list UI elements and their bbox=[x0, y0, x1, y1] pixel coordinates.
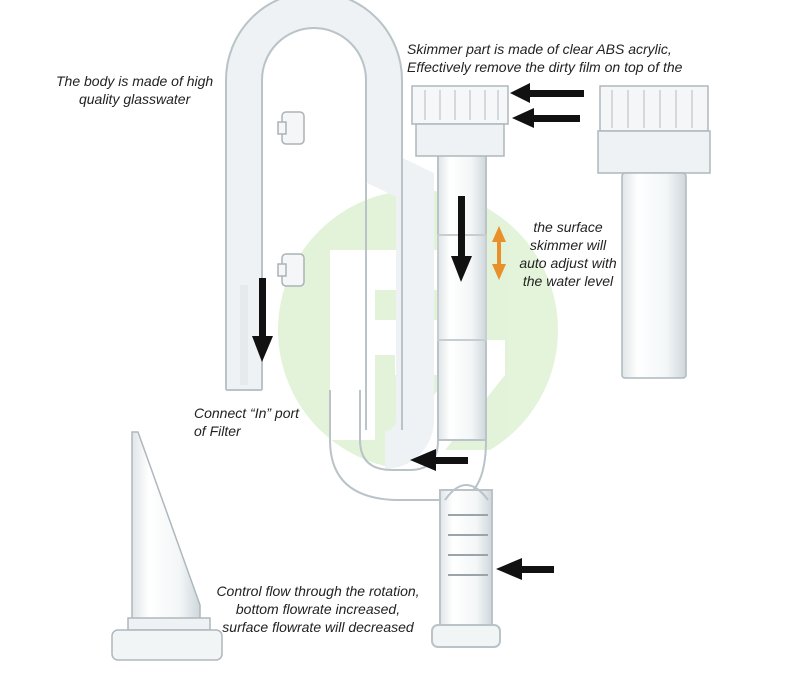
caption-line: Control flow through the rotation, bbox=[216, 583, 420, 599]
caption-line: Connect “In” port bbox=[194, 405, 300, 421]
caption-line: The body is made of high bbox=[56, 73, 214, 89]
caption-line: Effectively remove the dirty film on top… bbox=[407, 59, 683, 75]
arrow-icon bbox=[410, 449, 468, 471]
caption-line: the surface bbox=[533, 219, 603, 235]
arrow-icon bbox=[451, 196, 472, 282]
caption-line: quality glasswater bbox=[78, 91, 191, 107]
caption-control-flow: Control flow through the rotation, botto… bbox=[198, 582, 438, 636]
level-adjust-arrow-icon bbox=[492, 226, 506, 280]
arrow-icon bbox=[252, 278, 273, 362]
caption-line: the water level bbox=[522, 273, 614, 289]
suction-cup bbox=[277, 111, 305, 287]
arrow-icon bbox=[510, 83, 584, 103]
skimmer-head bbox=[411, 85, 509, 157]
glass-inlet-pipe bbox=[225, 0, 434, 469]
caption-body-material: The body is made of high quality glasswa… bbox=[56, 72, 213, 108]
caption-skimmer-material: Skimmer part is made of clear ABS acryli… bbox=[407, 40, 682, 76]
arrow-icon bbox=[496, 558, 554, 580]
flow-arrows bbox=[252, 83, 584, 580]
caption-line: surface flowrate will decreased bbox=[222, 619, 414, 635]
caption-line: Skimmer part is made of clear ABS acryli… bbox=[407, 41, 672, 57]
caption-line: bottom flowrate increased, bbox=[235, 601, 401, 617]
caption-surface-skimmer: the surface skimmer will auto adjust wit… bbox=[508, 218, 628, 290]
arrow-icon bbox=[512, 108, 580, 128]
skimmer-part-detail bbox=[597, 85, 711, 379]
caption-connect-port: Connect “In” port of Filter bbox=[194, 404, 299, 440]
caption-line: auto adjust with bbox=[519, 255, 617, 271]
caption-line: of Filter bbox=[194, 423, 241, 439]
caption-line: skimmer will bbox=[529, 237, 607, 253]
flow-adjuster-nozzle bbox=[111, 431, 223, 661]
